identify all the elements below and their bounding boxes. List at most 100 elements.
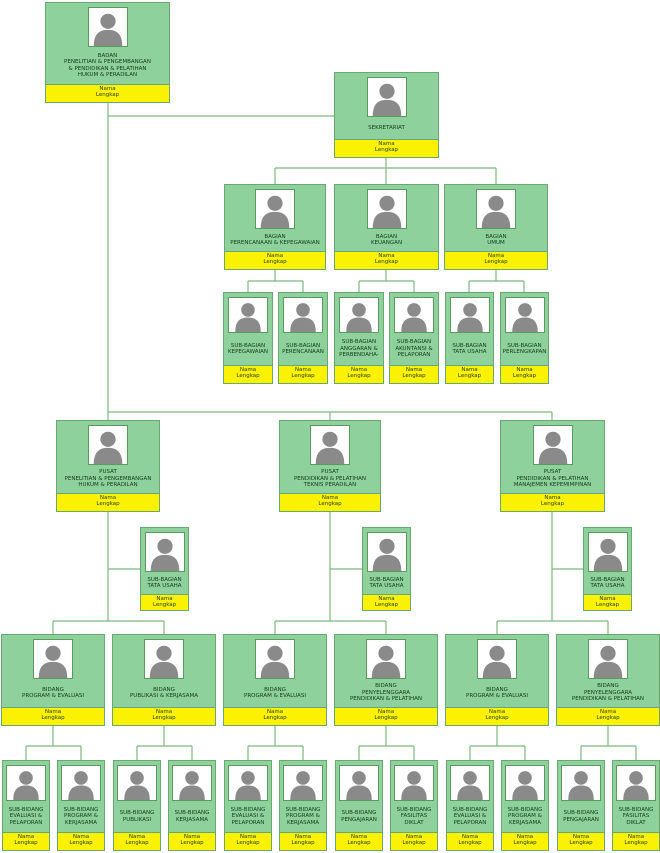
name-placeholder: Nama Lengkap: [2, 707, 104, 725]
org-box-pusat-diklat-manajemen: PUSAT PENDIDIKAN & PELATIHAN MANAJEMEN K…: [500, 420, 605, 512]
position-title: SUB-BIDANG PROGRAM & KERJASAMA: [285, 806, 321, 826]
org-box-sbd-6: SUB-BIDANG PROGRAM & KERJASAMA Nama Lengk…: [279, 760, 327, 851]
position-title: BAGIAN UMUM: [485, 233, 507, 246]
name-placeholder: Nama Lengkap: [169, 832, 215, 850]
person-silhouette-icon: [532, 425, 573, 465]
name-placeholder: Nama Lengkap: [557, 707, 659, 725]
name-placeholder: Nama Lengkap: [141, 594, 188, 610]
position-title: BAGIAN PERENCANAAN & KEPEGAWAIAN: [230, 233, 320, 246]
org-box-badan: BADAN PENELITIAN & PENGEMBANGAN & PENDID…: [45, 2, 170, 103]
position-title: SUB-BAGIAN TATA USAHA: [147, 576, 182, 589]
position-title: PUSAT PENDIDIKAN & PELATIHAN TEKNIS PERA…: [293, 469, 367, 489]
name-placeholder: Nama Lengkap: [224, 365, 272, 383]
org-box-sbd-9: SUB-BIDANG EVALUASI & PELAPORAN Nama Leng…: [446, 760, 494, 851]
org-box-tu-2: SUB-BAGIAN TATA USAHA Nama Lengkap: [362, 527, 411, 611]
person-silhouette-icon: [87, 7, 128, 47]
name-placeholder: Nama Lengkap: [584, 594, 631, 610]
org-box-sb-tatausaha: SUB-BAGIAN TATA USAHA Nama Lengkap: [445, 292, 494, 384]
position-title: SUB-BIDANG FASILITAS DIKLAT: [618, 806, 654, 826]
name-placeholder: Nama Lengkap: [447, 832, 493, 850]
position-title: SUB-BIDANG PENGAJARAN: [341, 810, 377, 823]
position-title: SUB-BAGIAN KEPEGAWAIAN: [228, 342, 268, 355]
person-silhouette-icon: [588, 639, 628, 679]
name-placeholder: Nama Lengkap: [501, 365, 548, 383]
position-title: BIDANG PENYELENGGARA PENDIDIKAN & PELATI…: [349, 683, 423, 703]
name-placeholder: Nama Lengkap: [446, 707, 548, 725]
person-silhouette-icon: [310, 425, 350, 465]
position-title: SUB-BIDANG EVALUASI & PELAPORAN: [8, 806, 44, 826]
name-placeholder: Nama Lengkap: [279, 365, 327, 383]
name-placeholder: Nama Lengkap: [501, 493, 604, 511]
position-title: BAGIAN KEUANGAN: [370, 233, 403, 246]
name-placeholder: Nama Lengkap: [502, 832, 548, 850]
person-silhouette-icon: [339, 297, 379, 333]
person-silhouette-icon: [505, 765, 545, 801]
name-placeholder: Nama Lengkap: [113, 707, 215, 725]
person-silhouette-icon: [504, 297, 545, 333]
position-title: SEKRETARIAT: [368, 124, 405, 131]
person-silhouette-icon: [255, 639, 295, 679]
name-placeholder: Nama Lengkap: [3, 832, 49, 850]
org-box-bid-5: BIDANG PROGRAM & EVALUASI Nama Lengkap: [445, 634, 549, 726]
name-placeholder: Nama Lengkap: [280, 832, 326, 850]
org-box-tu-1: SUB-BAGIAN TATA USAHA Nama Lengkap: [140, 527, 189, 611]
name-placeholder: Nama Lengkap: [446, 365, 493, 383]
org-box-sb-anggaran: SUB-BAGIAN ANGGARAN & PERBENDAHA- Nama Le…: [334, 292, 384, 384]
person-silhouette-icon: [6, 765, 46, 801]
person-silhouette-icon: [228, 297, 268, 333]
person-silhouette-icon: [144, 639, 184, 679]
name-placeholder: Nama Lengkap: [225, 251, 325, 269]
name-placeholder: Nama Lengkap: [391, 832, 437, 850]
org-box-sbd-8: SUB-BIDANG FASILITAS DIKLAT Nama Lengkap: [390, 760, 438, 851]
position-title: SUB-BAGIAN ANGGARAN & PERBENDAHA-: [339, 339, 379, 359]
person-silhouette-icon: [366, 639, 406, 679]
person-silhouette-icon: [339, 765, 379, 801]
position-title: BIDANG PROGRAM & EVALUASI: [466, 686, 528, 699]
person-silhouette-icon: [144, 532, 185, 572]
person-silhouette-icon: [394, 765, 434, 801]
person-silhouette-icon: [587, 532, 628, 572]
name-placeholder: Nama Lengkap: [335, 365, 383, 383]
position-title: SUB-BIDANG PUBLIKASI: [119, 810, 155, 823]
name-placeholder: Nama Lengkap: [445, 251, 547, 269]
person-silhouette-icon: [561, 765, 601, 801]
person-silhouette-icon: [172, 765, 212, 801]
person-silhouette-icon: [450, 765, 490, 801]
position-title: SUB-BIDANG EVALUASI & PELAPORAN: [452, 806, 488, 826]
position-title: SUB-BAGIAN TATA USAHA: [452, 342, 487, 355]
position-title: SUB-BAGIAN TATA USAHA: [590, 576, 625, 589]
position-title: BIDANG PROGRAM & EVALUASI: [244, 686, 306, 699]
position-title: SUB-BAGIAN PERLENGKAPAN: [502, 342, 547, 355]
position-title: BADAN PENELITIAN & PENGEMBANGAN & PENDID…: [64, 52, 151, 78]
position-title: SUB-BIDANG PENGAJARAN: [563, 810, 599, 823]
position-title: SUB-BAGIAN TATA USAHA: [369, 576, 404, 589]
name-placeholder: Nama Lengkap: [335, 707, 437, 725]
name-placeholder: Nama Lengkap: [363, 594, 410, 610]
position-title: SUB-BIDANG KERJASAMA: [174, 810, 210, 823]
position-title: PUSAT PENELITIAN & PENGEMBANGAN HUKUM & …: [64, 469, 152, 489]
person-silhouette-icon: [476, 189, 516, 229]
position-title: SUB-BIDANG PROGRAM & KERJASAMA: [63, 806, 99, 826]
person-silhouette-icon: [366, 189, 407, 229]
org-box-tu-3: SUB-BAGIAN TATA USAHA Nama Lengkap: [583, 527, 632, 611]
name-placeholder: Nama Lengkap: [390, 365, 438, 383]
org-box-sbd-1: SUB-BIDANG EVALUASI & PELAPORAN Nama Leng…: [2, 760, 50, 851]
person-silhouette-icon: [394, 297, 434, 333]
position-title: SUB-BIDANG FASILITAS DIKLAT: [396, 806, 432, 826]
name-placeholder: Nama Lengkap: [280, 493, 380, 511]
position-title: BIDANG PENYELENGGARA PENDIDIKAN & PELATI…: [571, 683, 645, 703]
name-placeholder: Nama Lengkap: [57, 493, 159, 511]
